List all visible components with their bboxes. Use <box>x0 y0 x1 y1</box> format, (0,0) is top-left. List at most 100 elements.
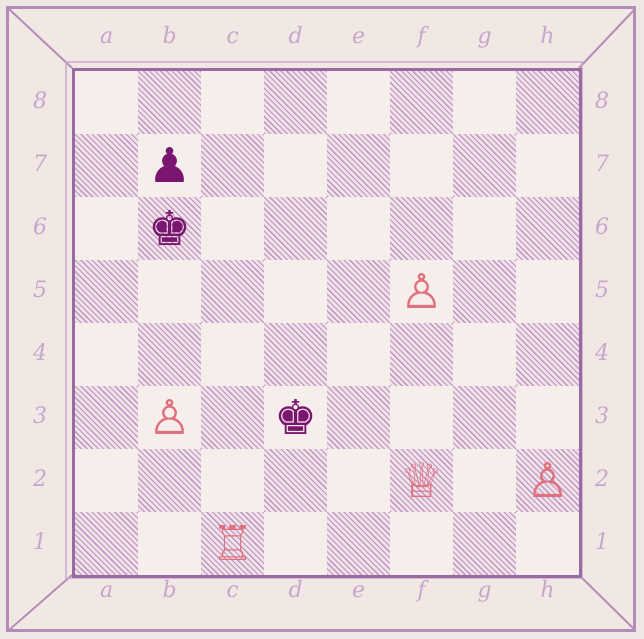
file-label-a-top: a <box>87 24 127 49</box>
square-d3[interactable]: ♚ <box>264 386 327 449</box>
square-f1[interactable] <box>390 512 453 575</box>
rank-label-5-left: 5 <box>20 278 60 303</box>
black-king-icon[interactable]: ♚ <box>148 205 191 253</box>
rank-label-8-left: 8 <box>20 89 60 114</box>
square-c4[interactable] <box>201 323 264 386</box>
square-c7[interactable] <box>201 134 264 197</box>
rank-label-6-right: 6 <box>582 215 622 240</box>
square-e3[interactable] <box>327 386 390 449</box>
square-h4[interactable] <box>516 323 579 386</box>
square-d1[interactable] <box>264 512 327 575</box>
square-g7[interactable] <box>453 134 516 197</box>
square-h2[interactable]: ♙ <box>516 449 579 512</box>
square-a6[interactable] <box>75 197 138 260</box>
square-d7[interactable] <box>264 134 327 197</box>
rank-label-4-left: 4 <box>20 341 60 366</box>
square-f8[interactable] <box>390 71 453 134</box>
square-c3[interactable] <box>201 386 264 449</box>
square-d5[interactable] <box>264 260 327 323</box>
square-e7[interactable] <box>327 134 390 197</box>
square-a1[interactable] <box>75 512 138 575</box>
square-e5[interactable] <box>327 260 390 323</box>
file-label-h-top: h <box>528 24 568 49</box>
rank-label-2-right: 2 <box>582 467 622 492</box>
white-pawn-icon[interactable]: ♙ <box>400 268 443 316</box>
square-h3[interactable] <box>516 386 579 449</box>
square-b4[interactable] <box>138 323 201 386</box>
square-h8[interactable] <box>516 71 579 134</box>
rank-label-3-right: 3 <box>582 404 622 429</box>
rank-label-6-left: 6 <box>20 215 60 240</box>
square-g6[interactable] <box>453 197 516 260</box>
square-e2[interactable] <box>327 449 390 512</box>
square-g8[interactable] <box>453 71 516 134</box>
rank-label-1-right: 1 <box>582 530 622 555</box>
square-h6[interactable] <box>516 197 579 260</box>
file-label-e-bottom: e <box>339 578 379 603</box>
square-f7[interactable] <box>390 134 453 197</box>
square-g1[interactable] <box>453 512 516 575</box>
square-g5[interactable] <box>453 260 516 323</box>
square-d2[interactable] <box>264 449 327 512</box>
square-h7[interactable] <box>516 134 579 197</box>
square-b5[interactable] <box>138 260 201 323</box>
square-e8[interactable] <box>327 71 390 134</box>
rank-label-7-right: 7 <box>582 152 622 177</box>
square-e4[interactable] <box>327 323 390 386</box>
square-d8[interactable] <box>264 71 327 134</box>
white-pawn-icon[interactable]: ♙ <box>526 457 569 505</box>
square-f6[interactable] <box>390 197 453 260</box>
file-label-c-top: c <box>213 24 253 49</box>
square-a8[interactable] <box>75 71 138 134</box>
square-d6[interactable] <box>264 197 327 260</box>
square-a7[interactable] <box>75 134 138 197</box>
square-f3[interactable] <box>390 386 453 449</box>
rank-label-7-left: 7 <box>20 152 60 177</box>
rank-label-5-right: 5 <box>582 278 622 303</box>
square-a2[interactable] <box>75 449 138 512</box>
square-b2[interactable] <box>138 449 201 512</box>
square-c6[interactable] <box>201 197 264 260</box>
file-label-b-bottom: b <box>150 578 190 603</box>
square-f2[interactable]: ♕ <box>390 449 453 512</box>
file-label-a-bottom: a <box>87 578 127 603</box>
file-label-c-bottom: c <box>213 578 253 603</box>
square-a4[interactable] <box>75 323 138 386</box>
square-b7[interactable]: ♟ <box>138 134 201 197</box>
square-b3[interactable]: ♙ <box>138 386 201 449</box>
square-g2[interactable] <box>453 449 516 512</box>
square-c2[interactable] <box>201 449 264 512</box>
chess-board: ♟ ♚ ♙ ♙ ♚ ♕ ♙ ♖ <box>72 68 582 578</box>
white-queen-icon[interactable]: ♕ <box>400 457 443 505</box>
file-label-f-top: f <box>402 24 442 49</box>
file-label-g-top: g <box>465 24 505 49</box>
file-label-g-bottom: g <box>465 578 505 603</box>
square-b6[interactable]: ♚ <box>138 197 201 260</box>
square-b1[interactable] <box>138 512 201 575</box>
square-h5[interactable] <box>516 260 579 323</box>
file-label-f-bottom: f <box>402 578 442 603</box>
square-c8[interactable] <box>201 71 264 134</box>
file-label-h-bottom: h <box>528 578 568 603</box>
white-pawn-icon[interactable]: ♙ <box>148 394 191 442</box>
square-f5[interactable]: ♙ <box>390 260 453 323</box>
square-d4[interactable] <box>264 323 327 386</box>
square-a5[interactable] <box>75 260 138 323</box>
file-label-e-top: e <box>339 24 379 49</box>
square-a3[interactable] <box>75 386 138 449</box>
square-h1[interactable] <box>516 512 579 575</box>
square-c5[interactable] <box>201 260 264 323</box>
square-f4[interactable] <box>390 323 453 386</box>
file-label-b-top: b <box>150 24 190 49</box>
white-rook-icon[interactable]: ♖ <box>211 520 254 568</box>
black-pawn-icon[interactable]: ♟ <box>148 142 191 190</box>
black-king-icon[interactable]: ♚ <box>274 394 317 442</box>
square-e1[interactable] <box>327 512 390 575</box>
square-g4[interactable] <box>453 323 516 386</box>
rank-label-1-left: 1 <box>20 530 60 555</box>
square-c1[interactable]: ♖ <box>201 512 264 575</box>
square-e6[interactable] <box>327 197 390 260</box>
file-label-d-top: d <box>276 24 316 49</box>
square-b8[interactable] <box>138 71 201 134</box>
square-g3[interactable] <box>453 386 516 449</box>
